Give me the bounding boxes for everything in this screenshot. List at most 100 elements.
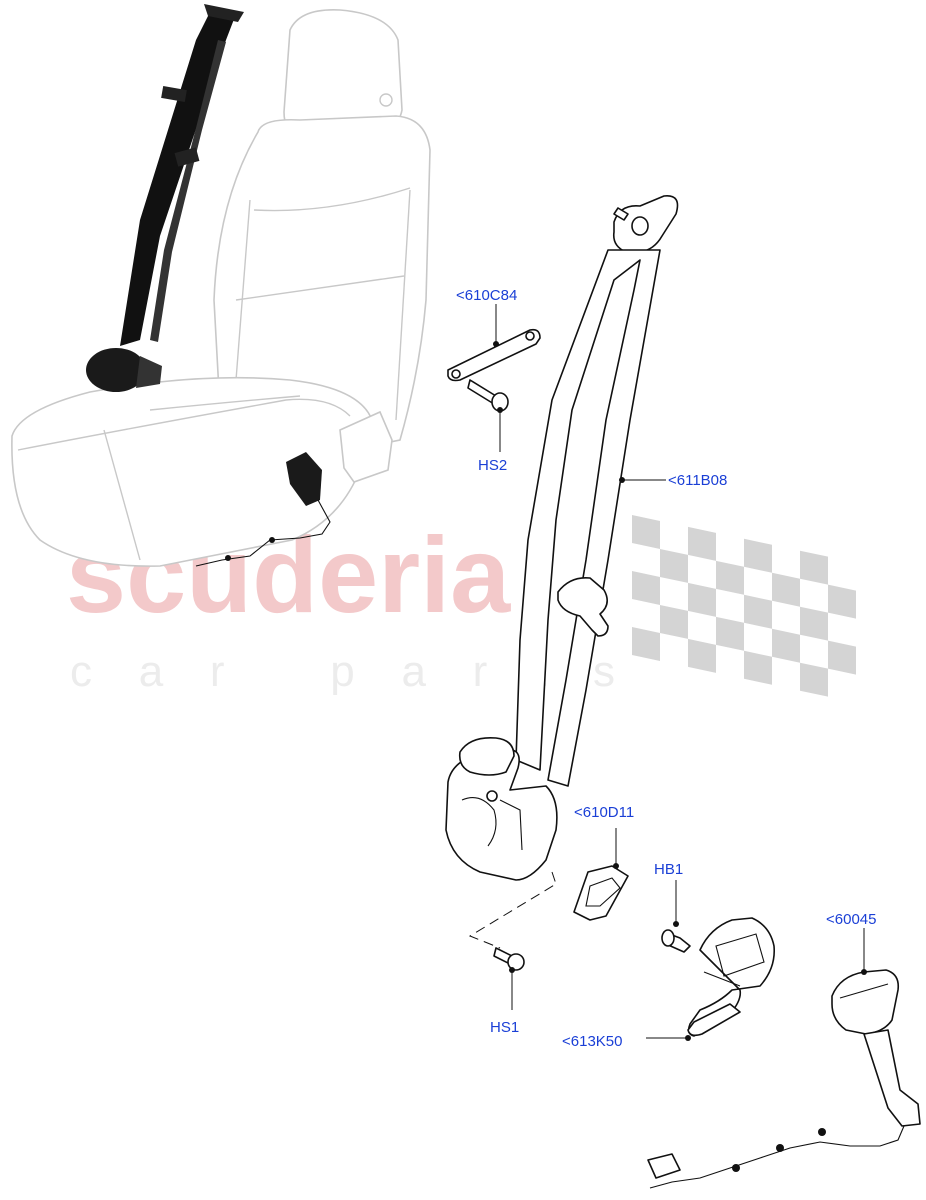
- bracket-arm: [687, 1003, 741, 1037]
- callout-HS2[interactable]: HS2: [478, 407, 507, 474]
- part-buckle-60045[interactable]: [647, 969, 921, 1189]
- leader-dot: [493, 341, 499, 347]
- part-bolt-HS2[interactable]: [467, 379, 509, 412]
- installed-belt-webbing: [150, 40, 226, 342]
- checker-square: [800, 662, 828, 697]
- harness-clip: [269, 537, 275, 543]
- bracket-detail: [715, 933, 765, 977]
- checker-square: [632, 571, 660, 605]
- installed-belt: [86, 4, 331, 567]
- leader-dot: [685, 1035, 691, 1041]
- callout-label: HS1: [490, 1019, 519, 1036]
- checker-square: [632, 627, 660, 661]
- checker-square: [744, 594, 772, 629]
- callout-HS1[interactable]: HS1: [490, 967, 519, 1036]
- checker-square: [772, 572, 800, 607]
- installed-belt-height-adjuster: [161, 86, 187, 102]
- checker-square: [828, 640, 856, 675]
- callout-label: <611B08: [668, 472, 727, 489]
- part-bolt-HS1[interactable]: [493, 947, 525, 971]
- backrest-seam: [235, 199, 251, 381]
- bolt-head: [507, 953, 525, 971]
- checker-square: [744, 650, 772, 685]
- upper-anchor-hole: [631, 216, 649, 236]
- checker-square: [660, 604, 688, 639]
- callout-610C84[interactable]: <610C84: [456, 287, 517, 347]
- part-seatbelt-assembly-611B08[interactable]: [445, 195, 679, 881]
- callout-label: <610C84: [456, 287, 517, 304]
- checker-square: [828, 584, 856, 619]
- retractor-fastener: [486, 790, 498, 802]
- checker-square: [744, 538, 772, 573]
- callout-611B08[interactable]: <611B08: [619, 472, 727, 489]
- checker-square: [716, 560, 744, 595]
- cover-body: [573, 865, 629, 921]
- cushion-seam: [149, 395, 301, 411]
- checkered-flag-logo: [632, 515, 856, 697]
- buckle-stalk: [863, 1029, 921, 1127]
- belt-tongue: [557, 576, 609, 637]
- seat-illustration: [11, 9, 431, 567]
- checker-square: [660, 548, 688, 583]
- retractor-spool: [458, 736, 515, 776]
- backrest-seam: [395, 189, 411, 421]
- assembly-dashed-line: [468, 871, 557, 949]
- installed-retractor: [86, 348, 146, 392]
- buckle-head: [831, 969, 900, 1035]
- seat-side-trim: [339, 410, 393, 483]
- retractor-detail: [499, 799, 523, 851]
- leader-dot: [861, 969, 867, 975]
- harness-clip: [776, 1144, 784, 1152]
- installed-buckle: [286, 452, 322, 506]
- upper-anchor-bolt: [613, 207, 629, 221]
- checker-square: [688, 638, 716, 673]
- retractor-detail: [461, 797, 497, 847]
- callout-613K50[interactable]: <613K50: [562, 1033, 691, 1050]
- callout-label: <610D11: [574, 804, 634, 821]
- callout-610D11[interactable]: <610D11: [574, 804, 634, 869]
- callout-HB1[interactable]: HB1: [654, 861, 683, 927]
- installed-belt-anchor: [204, 4, 244, 22]
- harness-clip: [732, 1164, 740, 1172]
- buckle-slot: [839, 983, 889, 999]
- checker-square: [688, 582, 716, 617]
- bracket-hole: [451, 369, 461, 379]
- checker-square: [632, 515, 660, 549]
- harness-clip: [818, 1128, 826, 1136]
- callout-label: <613K50: [562, 1033, 622, 1050]
- leader-dot: [497, 407, 503, 413]
- bracket-detail: [703, 971, 741, 987]
- checker-square: [800, 550, 828, 585]
- cover-face: [585, 877, 621, 907]
- part-cover-610D11[interactable]: [573, 865, 629, 921]
- checker-square: [800, 606, 828, 641]
- part-anchor-bracket-610C84[interactable]: [447, 328, 541, 382]
- seat-backrest: [213, 115, 431, 451]
- anchor-bracket-plate: [447, 328, 541, 382]
- callout-60045[interactable]: <60045: [826, 911, 876, 975]
- leader-dot: [613, 863, 619, 869]
- cushion-seam: [103, 429, 141, 561]
- callout-label: HB1: [654, 861, 683, 878]
- bracket-hole: [525, 331, 535, 341]
- part-buckle-bracket-613K50[interactable]: [687, 917, 776, 1037]
- backrest-seam: [235, 275, 405, 301]
- leader-dot: [509, 967, 515, 973]
- headrest-post: [379, 93, 393, 107]
- checker-square: [772, 628, 800, 663]
- installed-belt-guide: [174, 147, 200, 167]
- part-bolt-HB1[interactable]: [661, 929, 691, 953]
- cushion-seam: [17, 398, 351, 451]
- checker-square: [716, 616, 744, 651]
- leader-dot: [619, 477, 625, 483]
- callout-label: <60045: [826, 911, 876, 928]
- harness-connector: [647, 1153, 681, 1179]
- callout-label: HS2: [478, 457, 507, 474]
- bolt-head: [661, 929, 675, 947]
- buckle-harness: [649, 1125, 905, 1189]
- backrest-seam: [253, 187, 411, 212]
- installed-retractor-bracket: [136, 356, 162, 388]
- leader-dot: [673, 921, 679, 927]
- checker-square: [688, 526, 716, 561]
